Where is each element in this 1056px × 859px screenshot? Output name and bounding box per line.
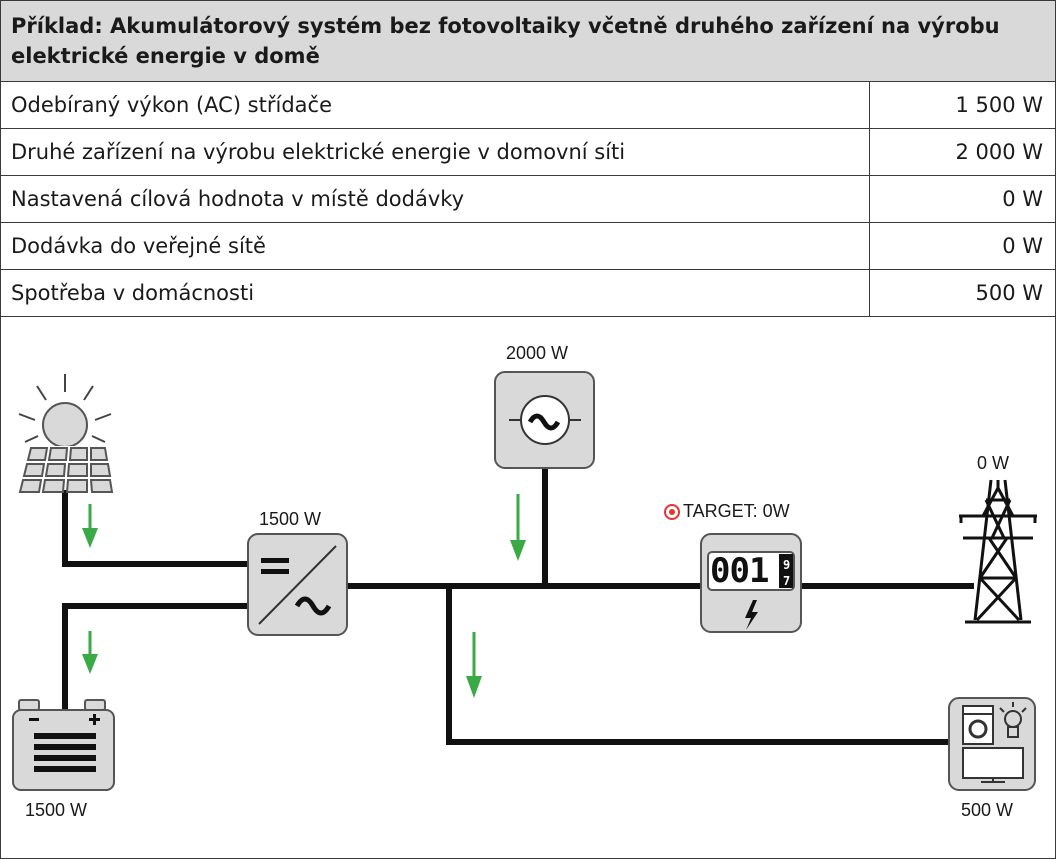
inverter-icon bbox=[247, 533, 348, 636]
row-label: Druhé zařízení na výrobu elektrické ener… bbox=[11, 140, 626, 164]
target-icon bbox=[664, 504, 680, 520]
wiring bbox=[62, 465, 974, 745]
row-value: 0 W bbox=[1002, 187, 1043, 211]
meter-digits: 001 bbox=[710, 551, 769, 591]
row-label: Nastavená cílová hodnota v místě dodávky bbox=[11, 187, 465, 211]
inverter-power-label: 1500 W bbox=[259, 509, 322, 529]
row-label: Odebíraný výkon (AC) střídače bbox=[11, 93, 332, 117]
table-row: Dodávka do veřejné sítě 0 W bbox=[1, 223, 1055, 270]
arrow-down-icon bbox=[510, 494, 526, 561]
flow-arrows bbox=[82, 494, 526, 698]
table-row: Spotřeba v domácnosti 500 W bbox=[1, 270, 1055, 317]
table-row: Nastavená cílová hodnota v místě dodávky… bbox=[1, 176, 1055, 223]
household-power-label: 500 W bbox=[961, 800, 1014, 820]
row-label: Dodávka do veřejné sítě bbox=[11, 234, 266, 258]
meter-icon: 9 7 bbox=[700, 533, 802, 633]
household-icon bbox=[948, 697, 1036, 791]
arrow-down-icon bbox=[82, 631, 98, 674]
solar-panel-icon bbox=[18, 374, 114, 493]
grid-power-label: 0 W bbox=[977, 453, 1010, 473]
generator-icon bbox=[494, 371, 595, 469]
table-row: Odebíraný výkon (AC) střídače 1 500 W bbox=[1, 82, 1055, 129]
table-row: Druhé zařízení na výrobu elektrické ener… bbox=[1, 129, 1055, 176]
svg-text:9: 9 bbox=[783, 558, 790, 572]
row-value: 1 500 W bbox=[955, 93, 1043, 117]
row-value: 500 W bbox=[975, 281, 1043, 305]
row-label: Spotřeba v domácnosti bbox=[11, 281, 255, 305]
arrow-down-icon bbox=[466, 632, 482, 698]
table-title: Příklad: Akumulátorový systém bez fotovo… bbox=[11, 14, 1000, 68]
grid-pylon-icon bbox=[959, 479, 1037, 624]
svg-text:7: 7 bbox=[783, 574, 790, 588]
row-value: 0 W bbox=[1002, 234, 1043, 258]
energy-flow-diagram: 9 7 bbox=[1, 328, 1055, 858]
row-value: 2 000 W bbox=[955, 140, 1043, 164]
battery-power-label: 1500 W bbox=[25, 800, 88, 820]
battery-icon bbox=[12, 699, 115, 791]
generator-power-label: 2000 W bbox=[506, 343, 569, 363]
table-header: Příklad: Akumulátorový systém bez fotovo… bbox=[1, 1, 1055, 82]
arrow-down-icon bbox=[82, 504, 98, 548]
target-label: TARGET: 0W bbox=[683, 501, 790, 521]
